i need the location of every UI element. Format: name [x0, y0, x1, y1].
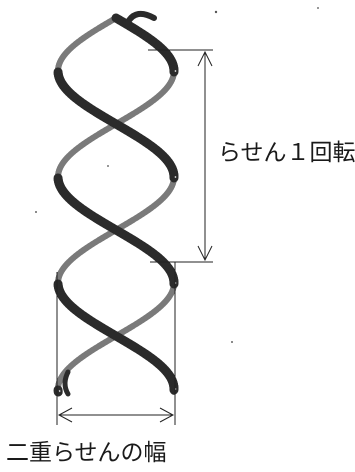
scan-speck: [317, 7, 319, 9]
scan-speck: [107, 165, 109, 167]
helix-bottom-tail: [65, 372, 68, 394]
helix-top-curl: [128, 14, 154, 22]
scan-speck: [231, 341, 233, 343]
scan-speck: [35, 211, 37, 213]
width-dimension: [57, 262, 175, 425]
turn-label: らせん１回転: [218, 140, 355, 166]
scan-speck: [215, 11, 217, 13]
width-label: 二重らせんの幅: [6, 440, 167, 466]
